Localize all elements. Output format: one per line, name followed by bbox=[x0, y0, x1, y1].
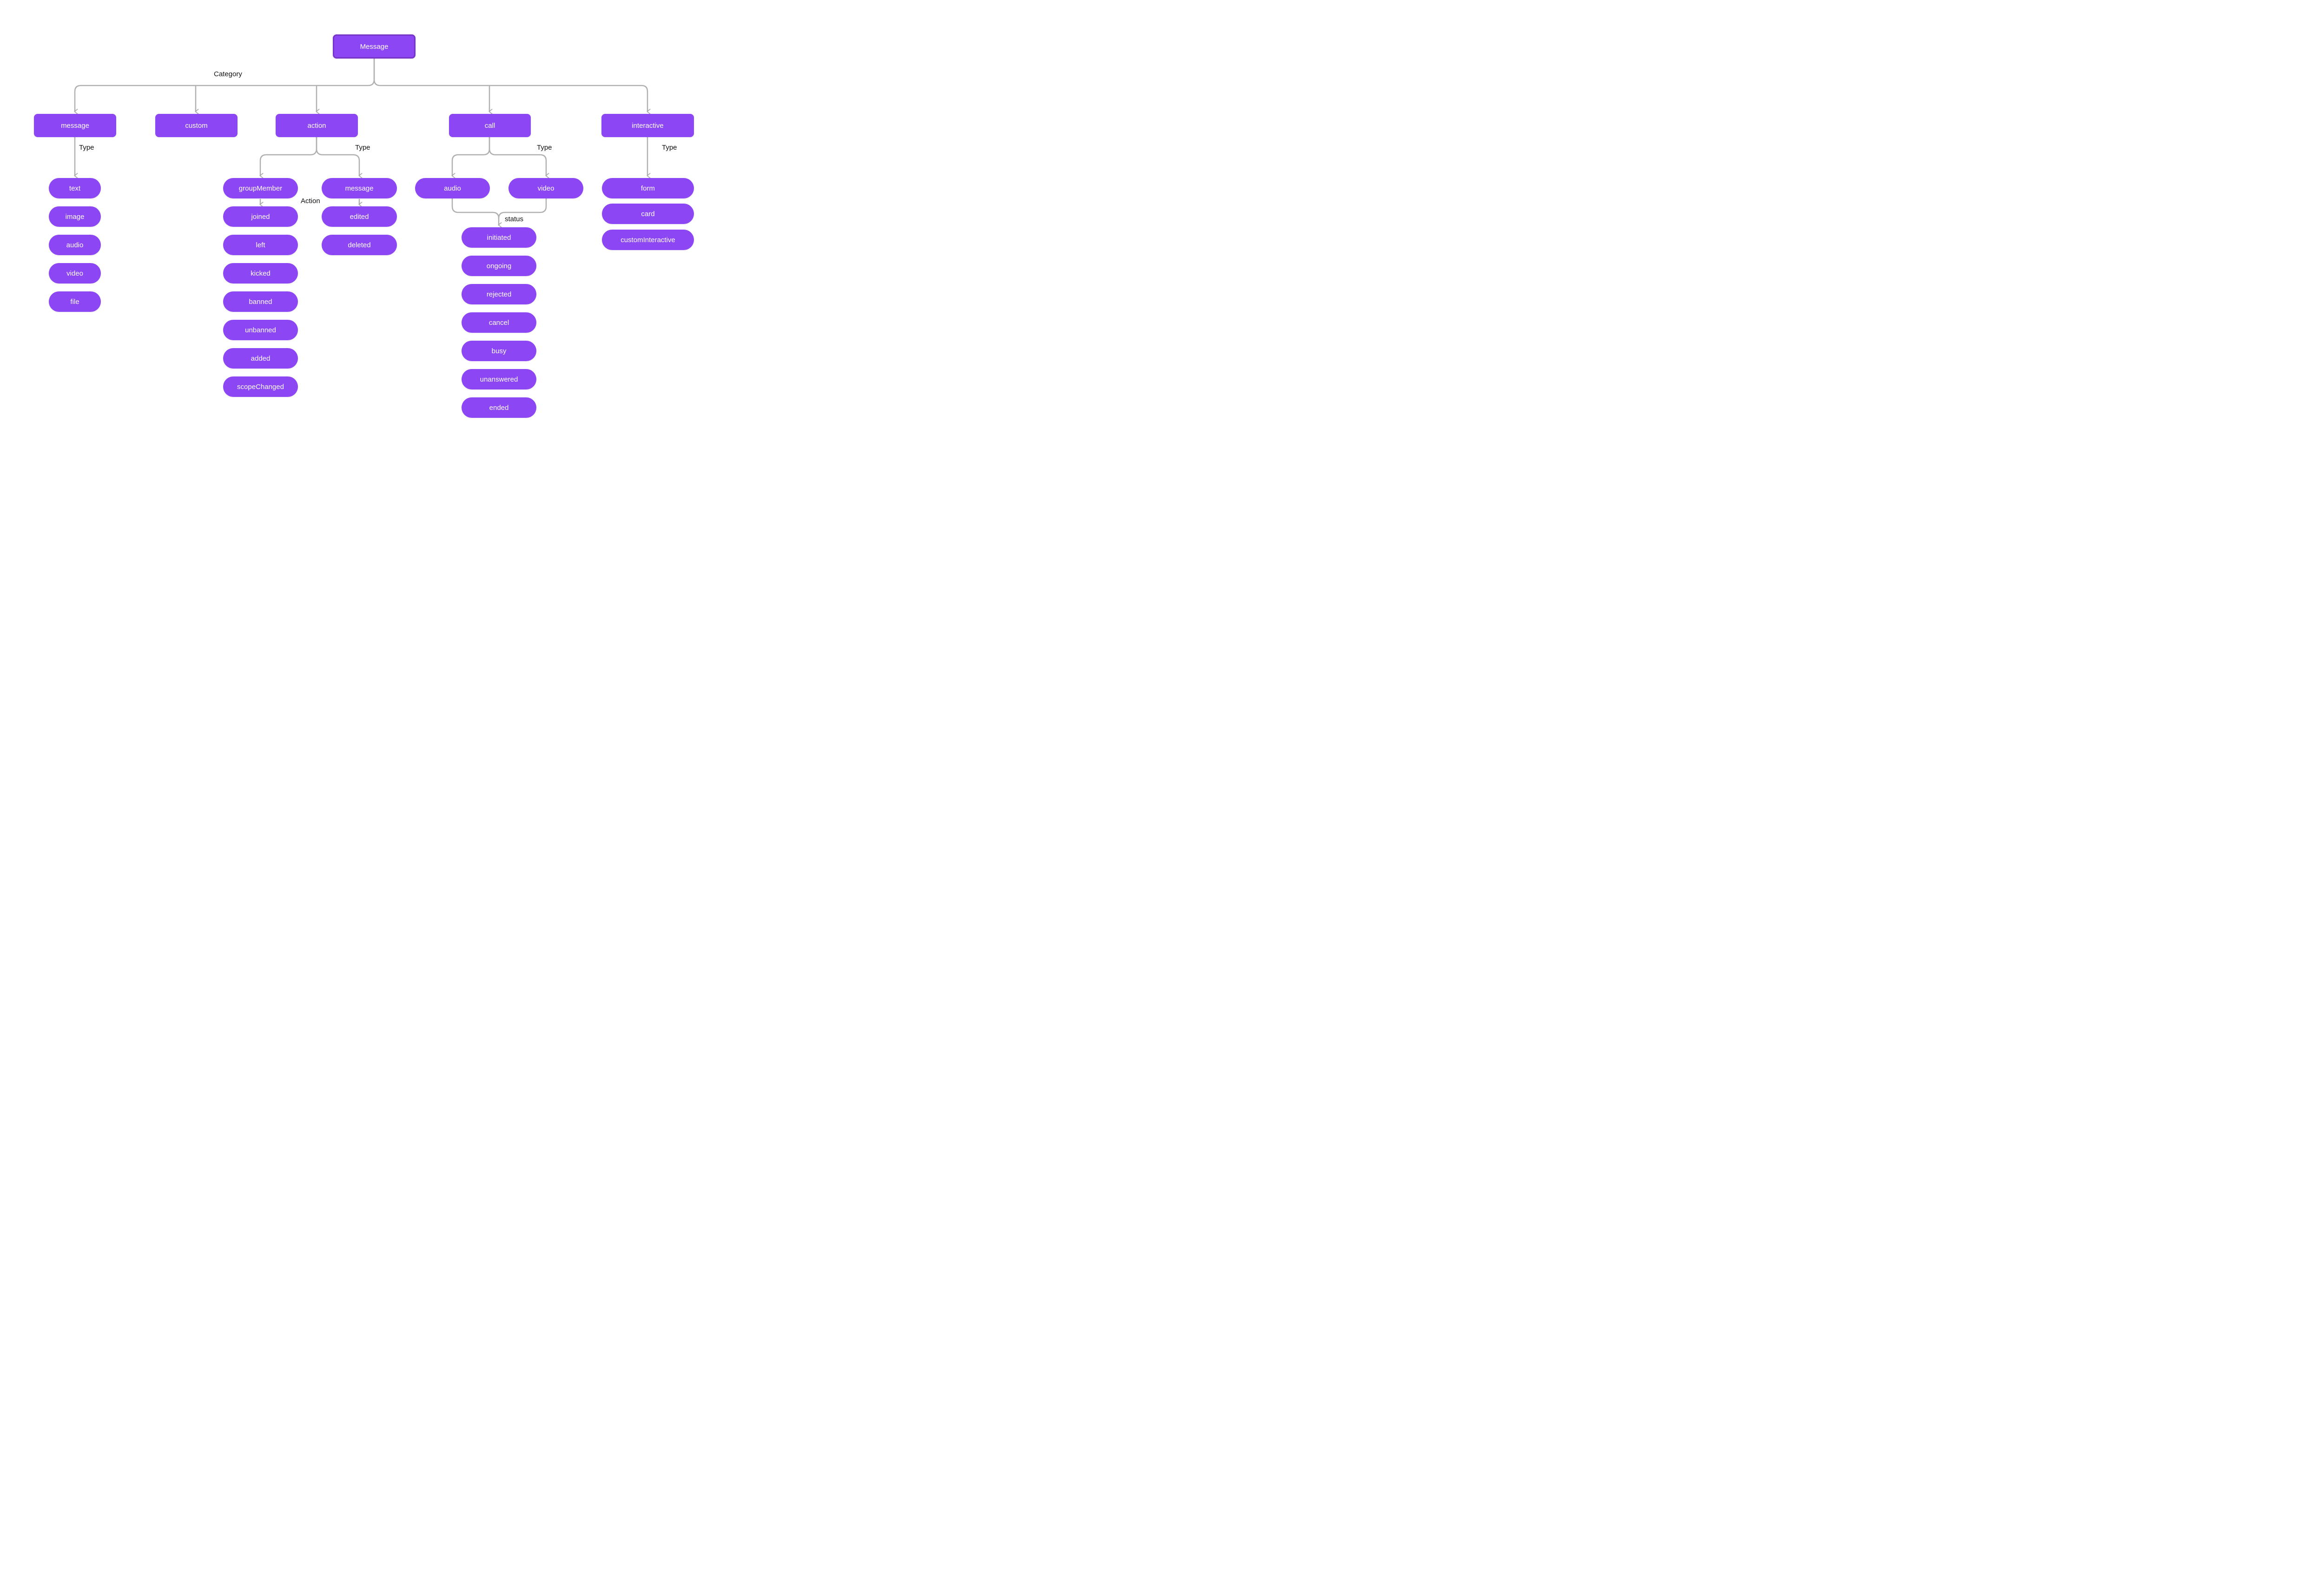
node-category-message: message bbox=[34, 114, 116, 137]
node-type-audio: audio bbox=[49, 235, 101, 255]
node-action-unbanned: unbanned bbox=[223, 320, 298, 340]
node-status-cancel: cancel bbox=[462, 312, 536, 333]
node-action-joined: joined bbox=[223, 206, 298, 227]
edge-label-type-interactive: Type bbox=[662, 144, 677, 152]
node-action-scope-changed: scopeChanged bbox=[223, 376, 298, 397]
node-category-call: call bbox=[449, 114, 531, 137]
node-category-action: action bbox=[276, 114, 358, 137]
node-category-custom: custom bbox=[155, 114, 238, 137]
edge-label-status: status bbox=[505, 215, 524, 223]
node-action-kicked: kicked bbox=[223, 263, 298, 284]
node-action-edited: edited bbox=[322, 206, 397, 227]
edge-label-type-call: Type bbox=[537, 144, 552, 152]
node-category-interactive: interactive bbox=[601, 114, 694, 137]
node-action-banned: banned bbox=[223, 291, 298, 312]
node-status-rejected: rejected bbox=[462, 284, 536, 304]
connector-lines bbox=[74, 58, 651, 228]
node-status-initiated: initiated bbox=[462, 227, 536, 248]
node-status-ended: ended bbox=[462, 397, 536, 418]
node-type-text: text bbox=[49, 178, 101, 198]
node-message-root: Message bbox=[333, 34, 416, 59]
edge-label-type-action: Type bbox=[355, 144, 370, 152]
edge-label-action: Action bbox=[301, 197, 320, 205]
edge-label-category: Category bbox=[214, 70, 242, 78]
node-status-ongoing: ongoing bbox=[462, 256, 536, 276]
node-interactive-custom: customInteractive bbox=[602, 230, 694, 250]
node-action-deleted: deleted bbox=[322, 235, 397, 255]
node-action-added: added bbox=[223, 348, 298, 369]
node-call-video: video bbox=[508, 178, 583, 198]
node-action-left: left bbox=[223, 235, 298, 255]
node-interactive-form: form bbox=[602, 178, 694, 198]
node-interactive-card: card bbox=[602, 204, 694, 224]
message-hierarchy-diagram: Category Type Type Type Type Action stat… bbox=[0, 0, 729, 453]
node-type-video: video bbox=[49, 263, 101, 284]
node-type-file: file bbox=[49, 291, 101, 312]
node-status-unanswered: unanswered bbox=[462, 369, 536, 389]
node-call-audio: audio bbox=[415, 178, 490, 198]
edge-label-type-message: Type bbox=[79, 144, 94, 152]
node-action-message: message bbox=[322, 178, 397, 198]
node-type-image: image bbox=[49, 206, 101, 227]
node-group-member: groupMember bbox=[223, 178, 298, 198]
node-status-busy: busy bbox=[462, 341, 536, 361]
